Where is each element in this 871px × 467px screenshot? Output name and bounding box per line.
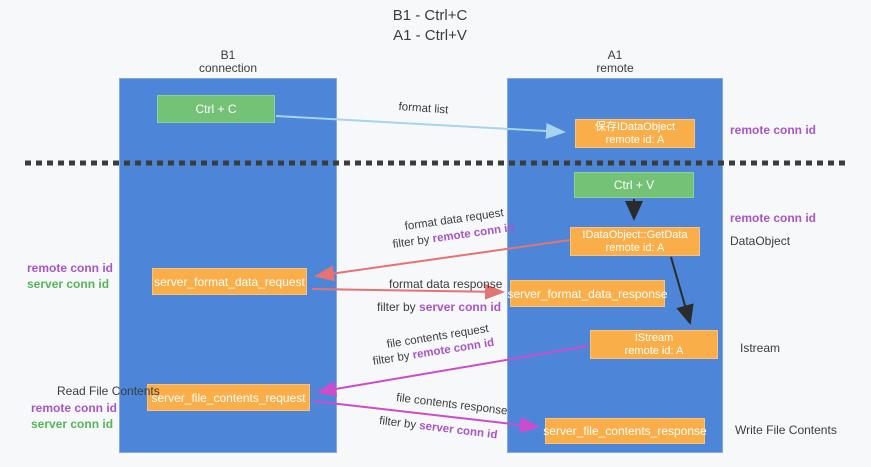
dataobject-annotation: DataObject — [730, 234, 791, 248]
filter-by-text: filter by — [377, 300, 416, 314]
format-list-arrow — [275, 115, 566, 139]
getdata-to-istream-arrow — [670, 256, 694, 325]
server-file-contents-request-node: server_file_contents_request — [147, 384, 310, 411]
title-line-2: A1 - Ctrl+V — [393, 27, 467, 44]
getdata-line2: remote id: A — [605, 241, 665, 254]
server-format-data-request-label: server_format_data_request — [154, 274, 305, 289]
file-contents-request-arrow — [316, 345, 589, 397]
write-file-contents-annotation: Write File Contents — [735, 423, 837, 437]
ctrl-c-label: Ctrl + C — [195, 102, 237, 116]
istream-annotation: Istream — [740, 341, 781, 355]
diagram-title: B1 - Ctrl+C A1 - Ctrl+V — [0, 6, 860, 46]
save-idataobject-line1: 保存IDataObject — [594, 120, 676, 133]
read-file-contents-annotation: Read File Contents — [57, 384, 160, 398]
server-format-data-response-label: server_format_data_response — [507, 286, 668, 301]
istream-line2: remote id: A — [624, 344, 684, 357]
lane-b1-role: connection — [198, 61, 258, 75]
server-conn-id-text: server conn id — [419, 300, 502, 314]
lane-b1-name: B1 — [220, 48, 236, 62]
save-idataobject-line2: remote id: A — [605, 133, 665, 146]
file-contents-response-arrow — [312, 400, 540, 433]
right-remote-conn-id-mid: remote conn id — [730, 211, 817, 225]
lane-a1-role: remote — [596, 61, 634, 75]
format-response-filter-label: filter by server conn id — [377, 300, 501, 314]
ctrl-v-label: Ctrl + V — [613, 178, 655, 192]
save-idataobject-node: 保存IDataObject remote id: A — [575, 119, 695, 148]
format-data-request-arrow — [314, 239, 571, 282]
server-file-contents-request-label: server_file_contents_request — [151, 390, 306, 405]
istream-node: IStream remote id: A — [590, 330, 718, 359]
server-format-data-response-node: server_format_data_response — [507, 280, 668, 307]
right-remote-conn-id-top: remote conn id — [730, 123, 817, 137]
format-data-response-arrow — [311, 283, 505, 300]
server-file-contents-response-label: server_file_contents_response — [543, 424, 707, 438]
lane-header-b1: B1 connection — [119, 49, 337, 75]
idataobject-getdata-node: IDataObject::GetData remote id: A — [570, 227, 700, 256]
left-remote-conn-id-2: remote conn id — [31, 401, 118, 415]
title-line-1: B1 - Ctrl+C — [392, 7, 468, 24]
lane-header-a1: A1 remote — [507, 49, 723, 75]
left-server-conn-id-2: server conn id — [31, 417, 114, 431]
istream-line1: IStream — [634, 331, 674, 344]
lane-a1-name: A1 — [607, 48, 623, 62]
getdata-line1: IDataObject::GetData — [582, 228, 688, 241]
left-server-conn-id-1: server conn id — [27, 277, 110, 291]
format-data-response-label: format data response — [389, 277, 503, 291]
ctrl-c-node: Ctrl + C — [157, 95, 275, 123]
server-file-contents-response-node: server_file_contents_response — [543, 418, 707, 444]
ctrl-v-node: Ctrl + V — [574, 172, 694, 198]
left-remote-conn-id-1: remote conn id — [27, 261, 114, 275]
server-format-data-request-node: server_format_data_request — [152, 268, 307, 295]
